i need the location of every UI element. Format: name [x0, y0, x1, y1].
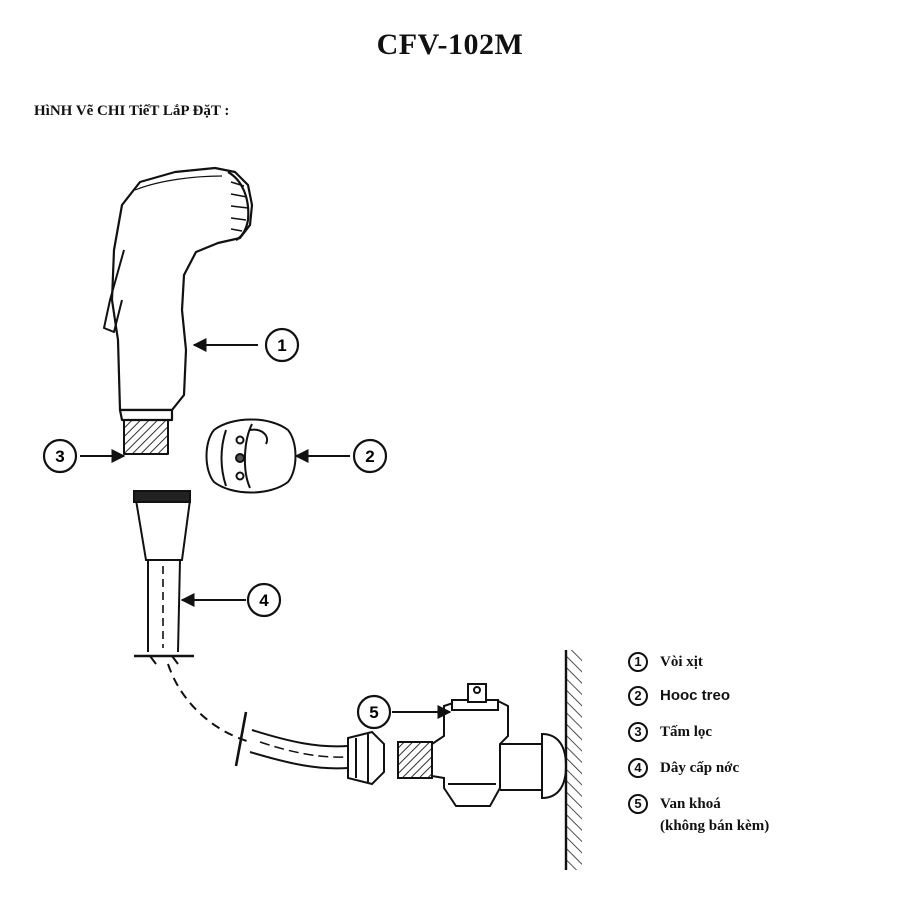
callout-1: 1 [264, 327, 300, 363]
legend-note-5: (không bán kèm) [660, 818, 770, 834]
valve-drawing [397, 683, 568, 807]
page-title: CFV-102M [376, 28, 524, 61]
wall-drawing [564, 650, 582, 870]
legend-label-2: Hooc treo [660, 687, 731, 704]
callout-3-number: 3 [55, 447, 64, 466]
legend-number-5: 5 [628, 794, 648, 814]
callout-4: 4 [246, 582, 282, 618]
callout-5: 5 [356, 694, 392, 730]
callout-2-number: 2 [365, 447, 374, 466]
legend-number-2: 2 [628, 686, 648, 706]
leader-arrows [80, 338, 452, 719]
spray-head-drawing [103, 166, 254, 455]
legend-label-4: Dây cấp nớc [660, 760, 740, 776]
hose-drawing [133, 490, 385, 786]
legend-number-4: 4 [628, 758, 648, 778]
legend-label-5: Van khoá [660, 796, 721, 812]
legend-number-1: 1 [628, 652, 648, 672]
diagram-subtitle: HìNH Vẽ CHI TiếT LắP ĐặT : [34, 103, 230, 119]
callout-2: 2 [352, 438, 388, 474]
callout-3: 3 [42, 438, 78, 474]
callout-1-number: 1 [277, 336, 286, 355]
holder-drawing [205, 418, 297, 494]
legend-label-1: Vòi xịt [660, 654, 703, 670]
callout-5-number: 5 [369, 703, 378, 722]
legend-label-3: Tấm lọc [660, 724, 713, 740]
legend-number-3: 3 [628, 722, 648, 742]
callout-4-number: 4 [259, 591, 269, 610]
